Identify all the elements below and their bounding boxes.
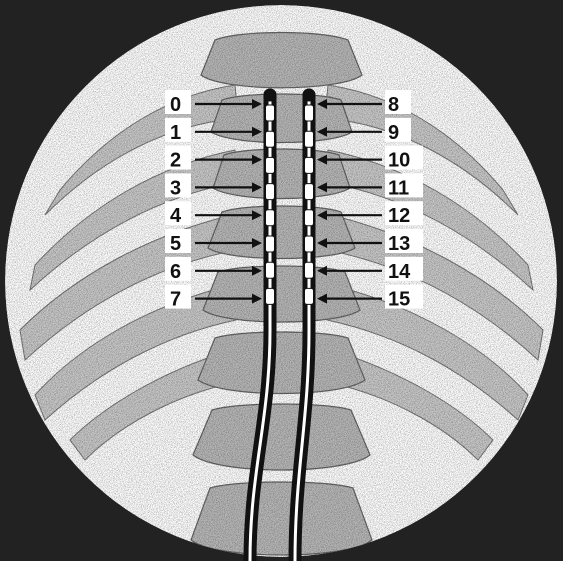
contact-6 <box>266 262 275 278</box>
contact-label-14: 14 <box>388 261 411 283</box>
contact-label-15: 15 <box>388 289 410 311</box>
contact-label-3: 3 <box>170 177 181 199</box>
contact-11 <box>305 184 314 200</box>
contact-14 <box>305 262 314 278</box>
contact-label-11: 11 <box>388 177 409 199</box>
contact-12 <box>305 210 314 226</box>
contact-5 <box>266 236 275 252</box>
contact-label-13: 13 <box>388 233 410 255</box>
contact-15 <box>305 288 314 304</box>
contact-9 <box>305 131 314 147</box>
contact-2 <box>266 157 275 173</box>
contact-label-10: 10 <box>388 150 410 172</box>
contact-label-6: 6 <box>170 261 181 283</box>
contact-label-8: 8 <box>388 94 399 116</box>
contact-label-1: 1 <box>170 122 181 144</box>
contact-4 <box>266 210 275 226</box>
contact-7 <box>266 288 275 304</box>
contact-label-9: 9 <box>388 122 399 144</box>
contact-label-2: 2 <box>170 150 181 172</box>
left-lead-tip <box>264 89 277 102</box>
contact-label-7: 7 <box>170 289 181 311</box>
contact-label-4: 4 <box>170 205 182 227</box>
contact-13 <box>305 236 314 252</box>
contact-label-5: 5 <box>170 233 181 255</box>
contact-label-0: 0 <box>170 94 181 116</box>
contact-8 <box>305 105 314 121</box>
contact-1 <box>266 131 275 147</box>
right-lead-tip <box>303 89 316 102</box>
contact-3 <box>266 184 275 200</box>
contact-label-12: 12 <box>388 205 410 227</box>
contact-0 <box>266 105 275 121</box>
contact-10 <box>305 157 314 173</box>
